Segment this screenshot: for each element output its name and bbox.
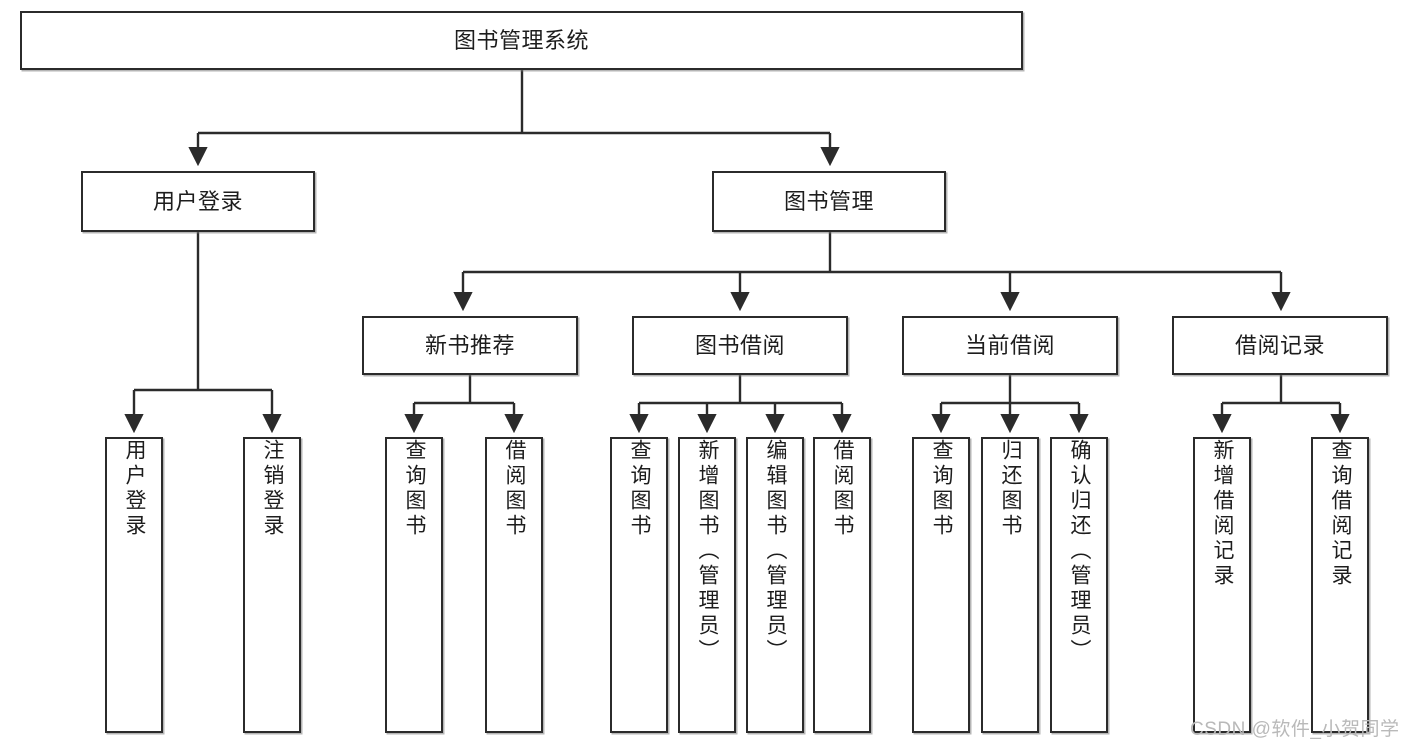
node-book-borrow-label: 图书借阅 bbox=[694, 332, 785, 358]
node-new-book-recommend-label: 新书推荐 bbox=[424, 332, 515, 358]
node-current-borrow-label: 当前借阅 bbox=[964, 332, 1055, 358]
leaf-current-return-books-label: 归还图书 bbox=[999, 439, 1023, 539]
node-borrow-record[interactable]: 借阅记录 bbox=[1172, 316, 1388, 375]
leaf-borrow-edit-book-admin-label: 编辑图书（管理员） bbox=[764, 439, 788, 664]
node-user-login-label: 用户登录 bbox=[152, 188, 243, 214]
leaf-borrow-edit-book-admin[interactable]: 编辑图书（管理员） bbox=[746, 437, 804, 733]
node-new-book-recommend[interactable]: 新书推荐 bbox=[362, 316, 578, 375]
leaf-record-query-record-label: 查询借阅记录 bbox=[1329, 439, 1353, 589]
leaf-record-add-record[interactable]: 新增借阅记录 bbox=[1193, 437, 1251, 733]
leaf-current-return-books[interactable]: 归还图书 bbox=[981, 437, 1039, 733]
node-borrow-record-label: 借阅记录 bbox=[1234, 332, 1325, 358]
node-user-login[interactable]: 用户登录 bbox=[81, 171, 315, 232]
leaf-newbook-borrow-books-label: 借阅图书 bbox=[503, 439, 527, 539]
leaf-newbook-query-books[interactable]: 查询图书 bbox=[385, 437, 443, 733]
leaf-current-confirm-return-admin[interactable]: 确认归还（管理员） bbox=[1050, 437, 1108, 733]
node-book-borrow[interactable]: 图书借阅 bbox=[632, 316, 848, 375]
leaf-user-login-label: 用户登录 bbox=[123, 439, 147, 539]
leaf-borrow-query-books[interactable]: 查询图书 bbox=[610, 437, 668, 733]
leaf-current-confirm-return-admin-label: 确认归还（管理员） bbox=[1068, 439, 1092, 664]
leaf-current-query-books[interactable]: 查询图书 bbox=[912, 437, 970, 733]
leaf-borrow-borrow-books[interactable]: 借阅图书 bbox=[813, 437, 871, 733]
leaf-record-add-record-label: 新增借阅记录 bbox=[1211, 439, 1235, 589]
leaf-newbook-borrow-books[interactable]: 借阅图书 bbox=[485, 437, 543, 733]
leaf-logout-label: 注销登录 bbox=[261, 439, 285, 539]
node-book-management[interactable]: 图书管理 bbox=[712, 171, 946, 232]
leaf-borrow-add-book-admin-label: 新增图书（管理员） bbox=[696, 439, 720, 664]
leaf-current-query-books-label: 查询图书 bbox=[930, 439, 954, 539]
node-book-management-label: 图书管理 bbox=[783, 188, 874, 214]
leaf-newbook-query-books-label: 查询图书 bbox=[403, 439, 427, 539]
leaf-record-query-record[interactable]: 查询借阅记录 bbox=[1311, 437, 1369, 733]
node-current-borrow[interactable]: 当前借阅 bbox=[902, 316, 1118, 375]
leaf-borrow-add-book-admin[interactable]: 新增图书（管理员） bbox=[678, 437, 736, 733]
leaf-borrow-query-books-label: 查询图书 bbox=[628, 439, 652, 539]
leaf-user-login[interactable]: 用户登录 bbox=[105, 437, 163, 733]
node-root-label: 图书管理系统 bbox=[453, 27, 589, 53]
node-root[interactable]: 图书管理系统 bbox=[20, 11, 1023, 70]
leaf-logout[interactable]: 注销登录 bbox=[243, 437, 301, 733]
leaf-borrow-borrow-books-label: 借阅图书 bbox=[831, 439, 855, 539]
